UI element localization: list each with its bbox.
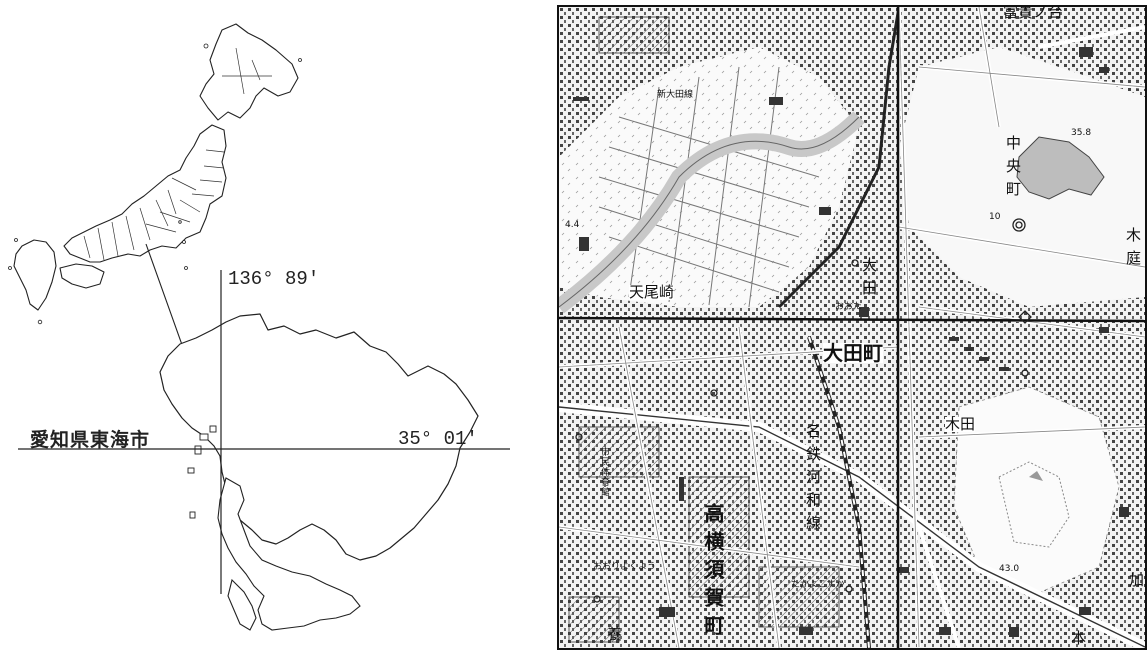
topographic-map: 富貴ノ台 中央町 木庭 天尾崎 大田 大田町 木田 名鉄河和線 高横須賀町 加 … [557, 5, 1147, 650]
place-otamachi: 大田町 [823, 341, 883, 365]
label-elev-35-8: 35.8 [1071, 128, 1092, 138]
city-label: 愛知県東海市 [30, 429, 151, 451]
place-chuocho: 中央町 [1004, 135, 1022, 204]
forest-hill [953, 386, 1120, 598]
longitude-label: 136° 89′ [228, 268, 320, 290]
tokai-city-marks [187, 425, 217, 519]
label-shin-ota-line: 新大田線 [657, 90, 694, 100]
latitude-label: 35° 01′ [398, 428, 478, 450]
place-amaozaki: 天尾崎 [629, 283, 675, 301]
sheet-grid-horizontal [559, 316, 1145, 323]
index-map: 136° 89′ 35° 01′ 愛知県東海市 [0, 0, 540, 651]
label-elev-4-4: 4.4 [565, 220, 580, 230]
railway-upper [777, 7, 901, 309]
place-ka: 加 [1129, 571, 1145, 589]
map-symbols [575, 218, 1032, 603]
label-ota-station: おおた [835, 302, 863, 312]
hokkaido-outline [199, 23, 299, 121]
place-yashiro: 養 [607, 625, 623, 643]
index-map-drawing [8, 23, 510, 631]
place-hon: 本 [1071, 629, 1087, 647]
label-elev-10: 10 [989, 212, 1001, 222]
place-kitei: 木庭 [1124, 227, 1142, 273]
shikoku-outline [59, 263, 105, 289]
atsumi-peninsula [227, 578, 257, 631]
place-kida: 木田 [945, 415, 976, 433]
label-civic-hall: 市民体育館 [599, 447, 609, 497]
topo-map-drawing [559, 7, 1145, 648]
place-meitetsu-kowa: 名鉄河和線 [804, 423, 822, 538]
place-fujimigaoka: 富貴ノ台 [1003, 5, 1064, 21]
label-takayokosuka-station: たかよこすか [791, 580, 845, 590]
buildings [573, 47, 1129, 637]
small-islands [8, 43, 302, 325]
label-elev-43: 43.0 [999, 564, 1020, 574]
kyushu-outline [13, 239, 57, 311]
honshu-outline [63, 124, 227, 263]
place-ota: 大田 [860, 257, 878, 303]
label-kominkan: おおりよくよう [593, 562, 657, 572]
pond [1016, 136, 1105, 200]
place-takayokosukacho: 高横須賀町 [701, 503, 725, 643]
chita-peninsula [217, 477, 361, 631]
prefecture-borders [83, 47, 272, 261]
